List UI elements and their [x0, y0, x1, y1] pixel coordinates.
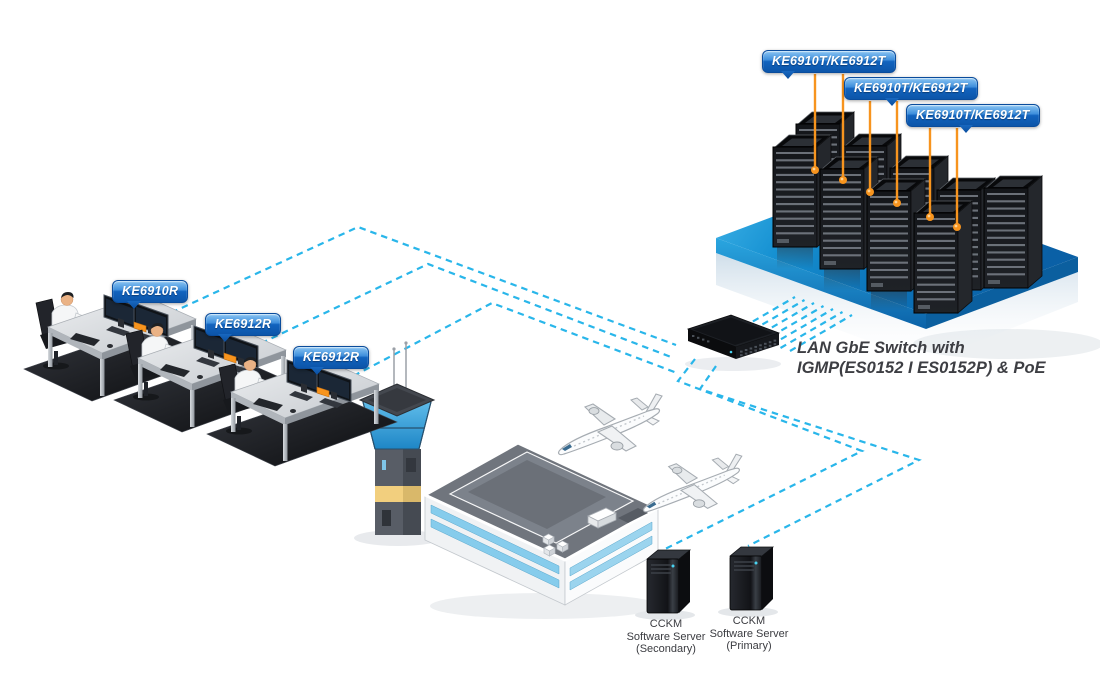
callout-receiver-1-label: KE6910R	[122, 284, 179, 298]
callout-transmitter-2: KE6910T/KE6912T	[844, 77, 978, 106]
callout-transmitter-3-label: KE6910T/KE6912T	[916, 108, 1030, 122]
callout-receiver-3-label: KE6912R	[303, 350, 360, 364]
lan-switch	[686, 314, 781, 359]
airplane-1	[557, 393, 663, 456]
transmitter-drop-lines	[811, 74, 961, 231]
network-links	[139, 225, 922, 550]
callout-transmitter-3: KE6910T/KE6912T	[906, 104, 1040, 133]
callout-pointer	[959, 125, 973, 133]
callout-receiver-3: KE6912R	[293, 346, 370, 375]
callout-receiver-1: KE6910R	[112, 280, 189, 309]
link-receiver-1	[139, 225, 677, 347]
control-tower	[358, 341, 436, 535]
airplane-2	[642, 453, 743, 513]
callout-pointer	[310, 367, 324, 375]
callout-transmitter-1: KE6910T/KE6912T	[762, 50, 896, 79]
cckm-secondary-line2: Software Server	[626, 630, 706, 643]
cckm-primary-line3: (Primary)	[726, 640, 772, 652]
link-server-primary	[698, 365, 922, 547]
callout-pointer	[885, 98, 899, 106]
lan-switch-label-line1: LAN GbE Switch with	[797, 339, 965, 357]
cckm-server-secondary	[646, 549, 691, 614]
cckm-servers	[646, 546, 774, 614]
cckm-secondary-label: CCKM Software Server (Secondary)	[614, 618, 718, 656]
callout-pointer	[781, 71, 795, 79]
cckm-secondary-line3: (Secondary)	[636, 643, 696, 655]
link-receiver-3	[322, 301, 678, 393]
callout-transmitter-2-label: KE6910T/KE6912T	[854, 81, 968, 95]
callout-pointer	[218, 334, 232, 342]
callout-transmitter-1-label: KE6910T/KE6912T	[772, 54, 886, 68]
link-receiver-2	[229, 262, 672, 359]
lan-switch-label-line2: IGMP(ES0152 I ES0152P) & PoE	[797, 359, 1046, 377]
cckm-secondary-line1: CCKM	[649, 618, 683, 630]
cckm-server-primary	[729, 546, 774, 611]
transmitter-rack-platform	[716, 110, 1078, 362]
lan-switch-label: LAN GbE Switch with IGMP(ES0152 I ES0152…	[797, 338, 1067, 378]
callout-receiver-2: KE6912R	[205, 313, 282, 342]
callout-receiver-2-label: KE6912R	[215, 317, 272, 331]
cckm-primary-line1: CCKM	[732, 615, 766, 627]
server-racks	[771, 110, 1044, 315]
service-truck	[587, 507, 648, 529]
callout-pointer	[127, 301, 141, 309]
terminal-building	[423, 441, 660, 606]
cckm-primary-line2: Software Server	[709, 627, 789, 640]
cckm-primary-label: CCKM Software Server (Primary)	[697, 615, 801, 653]
link-server-secondary	[664, 358, 865, 550]
workstation-3	[206, 356, 398, 467]
